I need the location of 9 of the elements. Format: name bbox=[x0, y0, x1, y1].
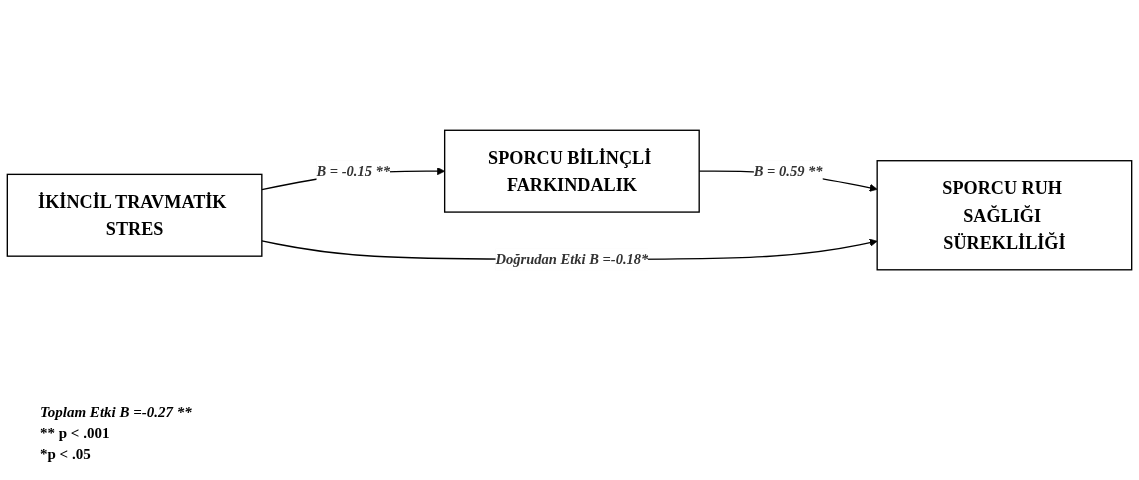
edge-label: B = 0.59 ** bbox=[753, 162, 823, 179]
footnote: *p < .05 bbox=[40, 446, 92, 463]
edge-label: Doğrudan Etki B =-0.18* bbox=[495, 250, 649, 267]
node-box: İKİNCİL TRAVMATİK STRES bbox=[6, 173, 263, 257]
edge-label: B = -0.15 ** bbox=[316, 162, 391, 179]
footnote: ** p < .001 bbox=[40, 425, 111, 442]
effect-label: Toplam Etki B =-0.27 ** bbox=[40, 404, 192, 421]
node-box: SPORCU RUH SAĞLIĞI SÜREKLİLİĞİ bbox=[876, 159, 1133, 271]
node-box: SPORCU BİLİNÇLİ FARKINDALIK bbox=[444, 129, 700, 213]
